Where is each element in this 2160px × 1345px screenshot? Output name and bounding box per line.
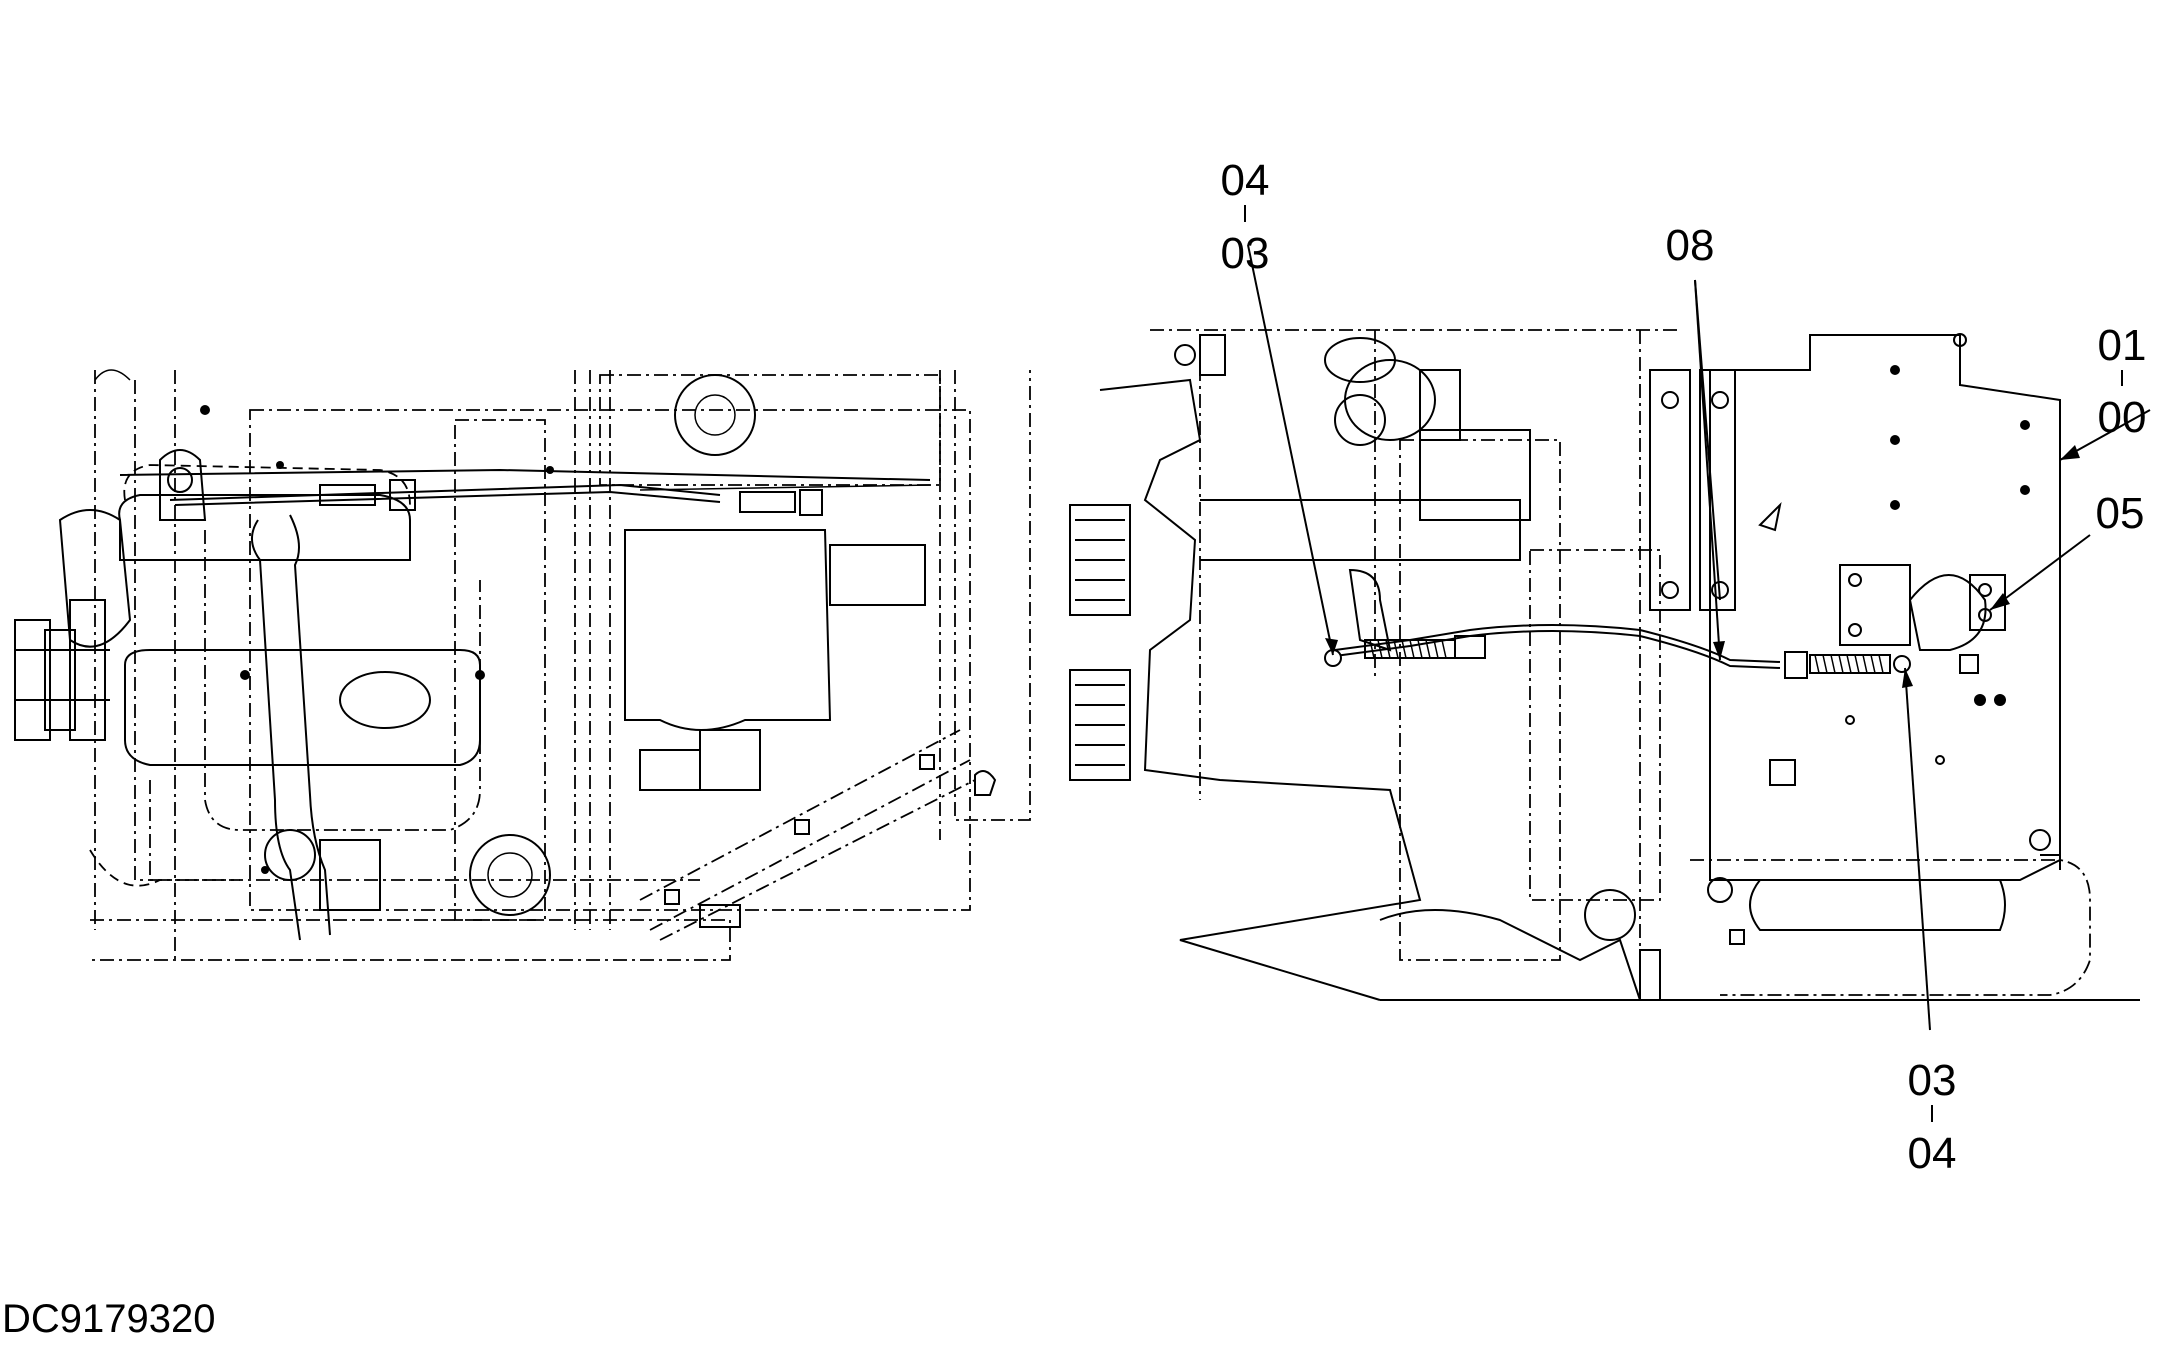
callout-01-00: 01 00 [2098, 321, 2147, 442]
callout-label: 00 [2098, 393, 2147, 442]
callout-label: 01 [2098, 321, 2147, 370]
callout-08: 08 [1666, 221, 1715, 270]
cable-spring-left [1364, 635, 1486, 659]
callout-label: 04 [1908, 1129, 1957, 1178]
callout-03-04-bottom: 03 04 [1908, 1056, 1957, 1178]
document-id: DC9179320 [2, 1297, 216, 1341]
callout-label: 03 [1221, 229, 1270, 278]
callout-label: 08 [1666, 221, 1715, 270]
callout-label: 03 [1908, 1056, 1957, 1105]
callout-05: 05 [2096, 489, 2145, 538]
callout-04-03-left: 04 03 [1221, 156, 1270, 278]
right-assembly-view [1069, 244, 2151, 1031]
callout-label: 05 [2096, 489, 2145, 538]
left-engine-view [14, 369, 1031, 961]
cable-spring-right [1784, 651, 1911, 679]
callout-label: 04 [1221, 156, 1270, 205]
